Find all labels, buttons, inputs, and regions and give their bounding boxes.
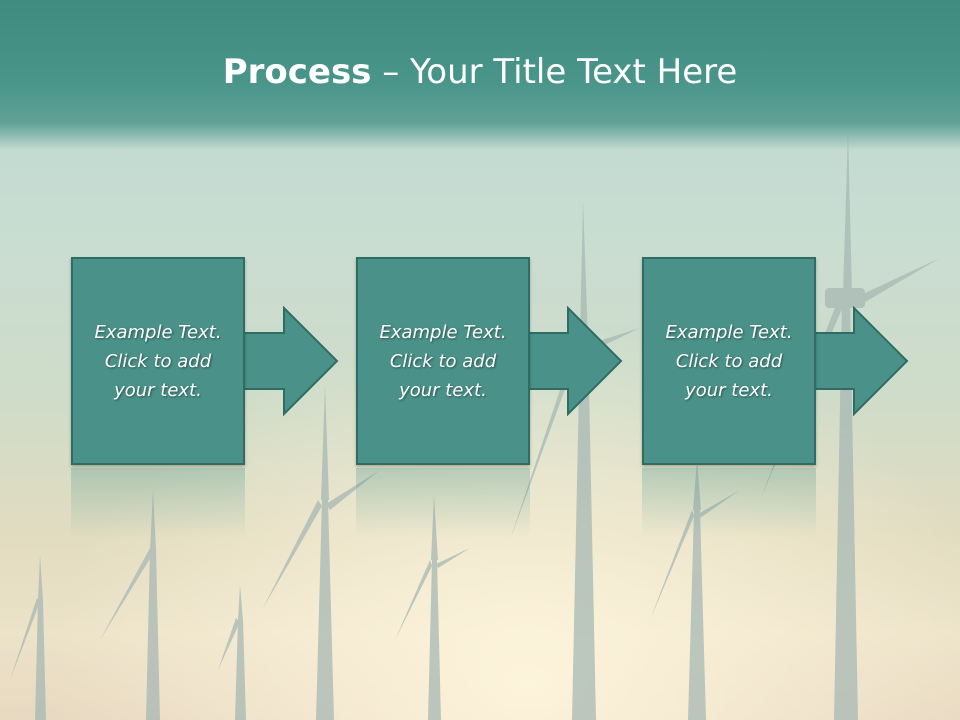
slide-title[interactable]: Process – Your Title Text Here: [0, 52, 960, 92]
step-box-3[interactable]: Example Text. Click to add your text.: [642, 257, 816, 465]
step-text-1: Example Text. Click to add your text.: [94, 321, 222, 401]
arrow-right-icon: [244, 306, 339, 416]
arrow-right-icon: [528, 306, 623, 416]
step-box-2[interactable]: Example Text. Click to add your text.: [356, 257, 530, 465]
step-text-2: Example Text. Click to add your text.: [379, 321, 507, 401]
title-rest: – Your Title Text Here: [371, 52, 738, 92]
step-reflection-3: [642, 468, 816, 538]
title-bold: Process: [222, 52, 372, 92]
title-band: [0, 0, 960, 150]
step-reflection-2: [356, 468, 530, 538]
arrow-right-icon: [814, 306, 909, 416]
step-reflection-1: [71, 468, 245, 538]
step-text-3: Example Text. Click to add your text.: [665, 321, 793, 401]
step-box-1[interactable]: Example Text. Click to add your text.: [71, 257, 245, 465]
